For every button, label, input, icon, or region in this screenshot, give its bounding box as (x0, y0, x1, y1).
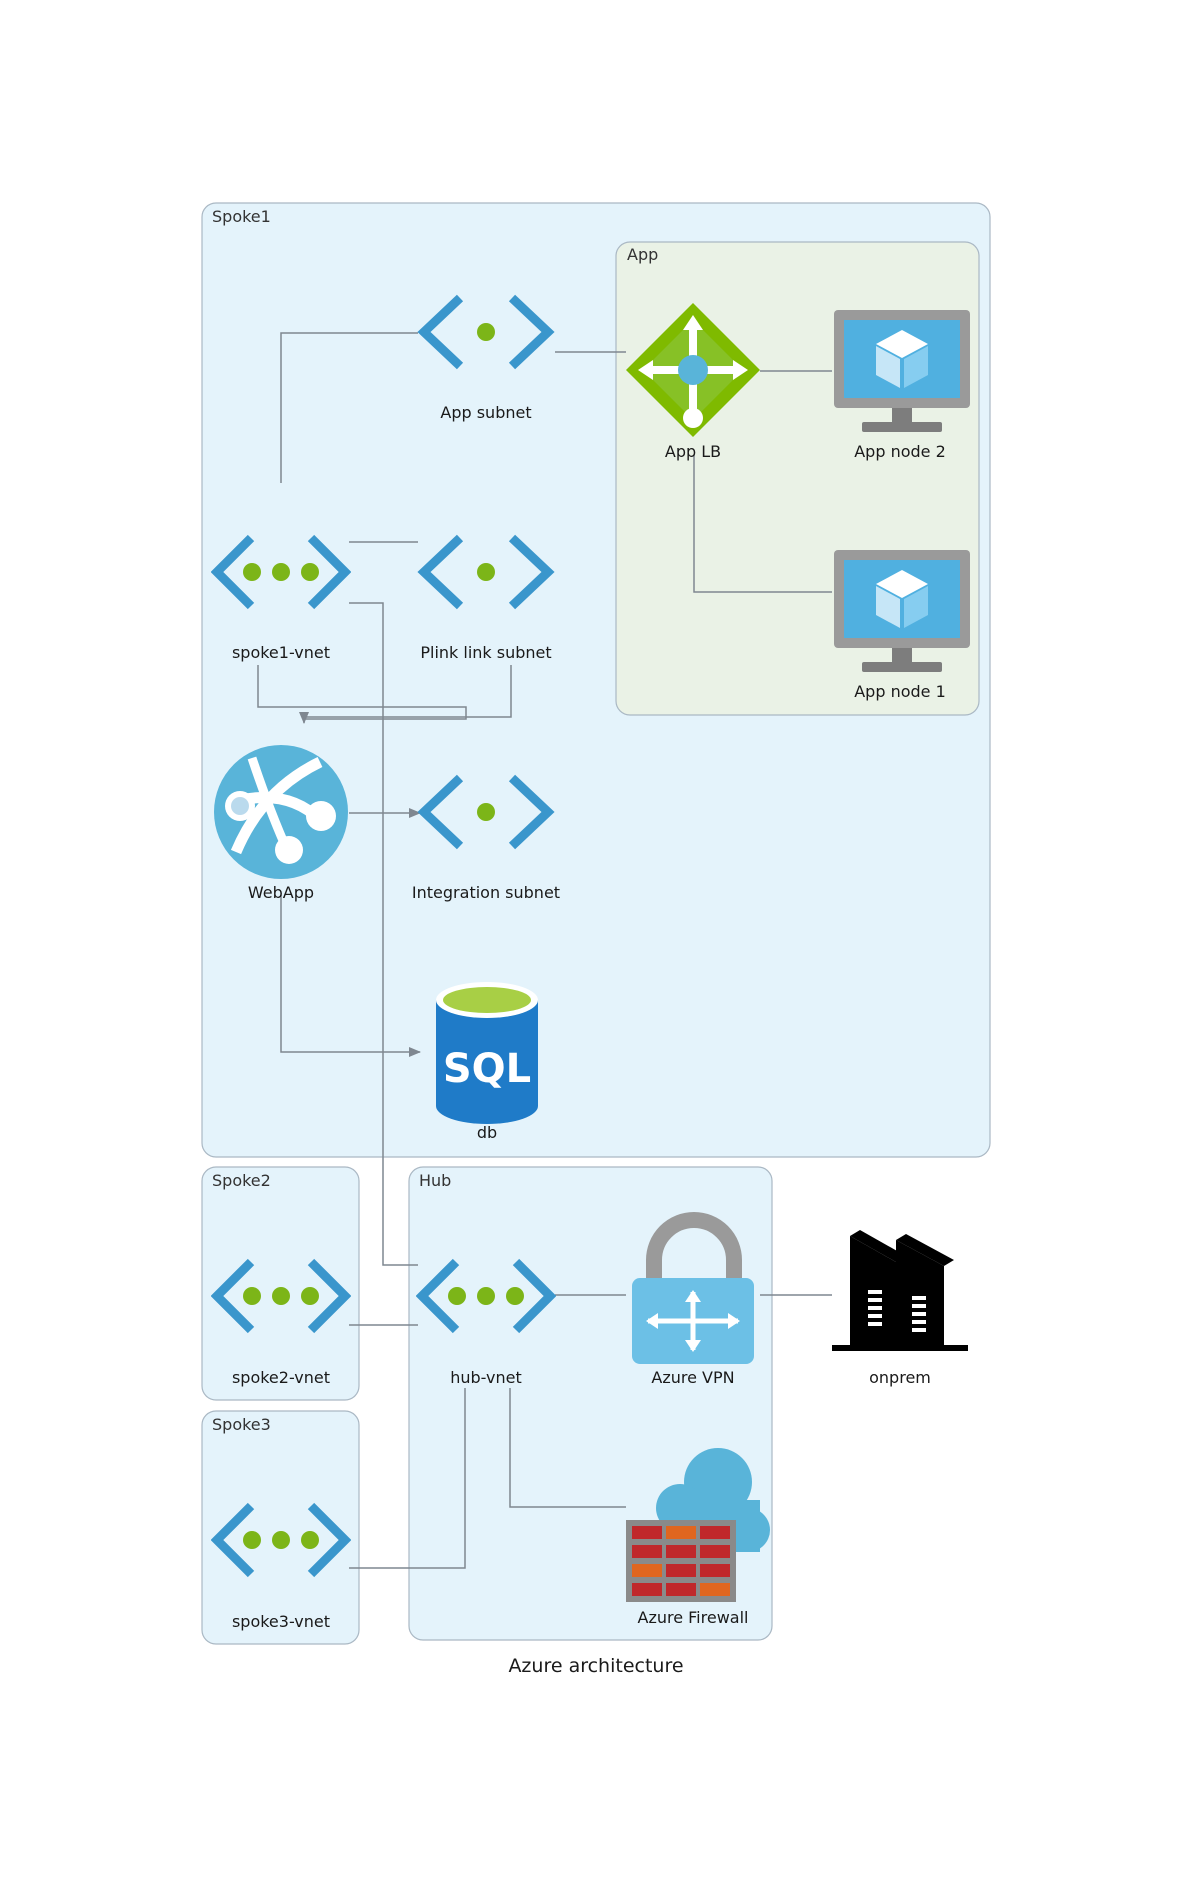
node-integration-subnet: Integration subnet (412, 778, 560, 902)
node-azure-firewall: Azure Firewall (626, 1448, 770, 1627)
cluster-label: Spoke2 (212, 1171, 271, 1190)
node-label: db (477, 1123, 497, 1142)
cluster-label: Spoke3 (212, 1415, 271, 1434)
sql-icon-glyph: SQL (443, 1046, 531, 1092)
web-app-icon (214, 745, 348, 879)
node-label: WebApp (248, 883, 314, 902)
cluster-label: App (627, 245, 658, 264)
node-label: Plink link subnet (420, 643, 551, 662)
edge-spoke1-webapp (257, 665, 467, 720)
node-label: App subnet (440, 403, 531, 422)
sql-database-icon: SQL (436, 982, 538, 1124)
node-label: spoke2-vnet (232, 1368, 330, 1387)
node-db: SQL db (436, 982, 538, 1142)
node-label: hub-vnet (450, 1368, 522, 1387)
edge-hub-firewall (509, 1388, 626, 1508)
node-label: Azure VPN (651, 1368, 734, 1387)
node-label: App LB (665, 442, 721, 461)
node-label: spoke1-vnet (232, 643, 330, 662)
node-hub-vnet: hub-vnet (422, 1262, 550, 1387)
edges (257, 332, 832, 1569)
node-label: Azure Firewall (638, 1608, 749, 1627)
diagram-caption: Azure architecture (508, 1655, 683, 1677)
edge-webapp-db (280, 895, 421, 1057)
node-plink-subnet: Plink link subnet (420, 538, 551, 662)
node-webapp: WebApp (214, 745, 348, 902)
node-label: onprem (869, 1368, 931, 1387)
node-label: App node 1 (854, 682, 946, 701)
node-app-node-2: App node 2 (834, 310, 970, 461)
vpn-gateway-lock-icon (632, 1212, 754, 1364)
cluster-spoke3: Spoke3 (201, 1410, 360, 1645)
firewall-icon (626, 1448, 770, 1602)
node-onprem: onprem (832, 1230, 968, 1387)
edge-spoke1-hub (349, 602, 418, 1266)
node-spoke3-vnet: spoke3-vnet (217, 1506, 345, 1631)
edge-spoke3-hub (349, 1388, 466, 1569)
edge-spoke1-app-subnet (280, 332, 418, 483)
factory-icon (832, 1230, 968, 1351)
node-label: App node 2 (854, 442, 946, 461)
cluster-spoke2: Spoke2 (201, 1166, 360, 1401)
cluster-label: Hub (419, 1171, 451, 1190)
node-app-subnet: App subnet (424, 298, 548, 422)
node-app-lb: App LB (626, 303, 760, 461)
edge-plink-webapp (299, 665, 512, 724)
cluster-label: Spoke1 (212, 207, 271, 226)
node-spoke2-vnet: spoke2-vnet (217, 1262, 345, 1387)
load-balancer-icon (626, 303, 760, 437)
edge-lb-node1 (693, 455, 832, 593)
node-spoke1-vnet: spoke1-vnet (217, 538, 345, 662)
node-app-node-1: App node 1 (834, 550, 970, 701)
node-label: spoke3-vnet (232, 1612, 330, 1631)
node-label: Integration subnet (412, 883, 560, 902)
node-azure-vpn: Azure VPN (632, 1212, 754, 1387)
